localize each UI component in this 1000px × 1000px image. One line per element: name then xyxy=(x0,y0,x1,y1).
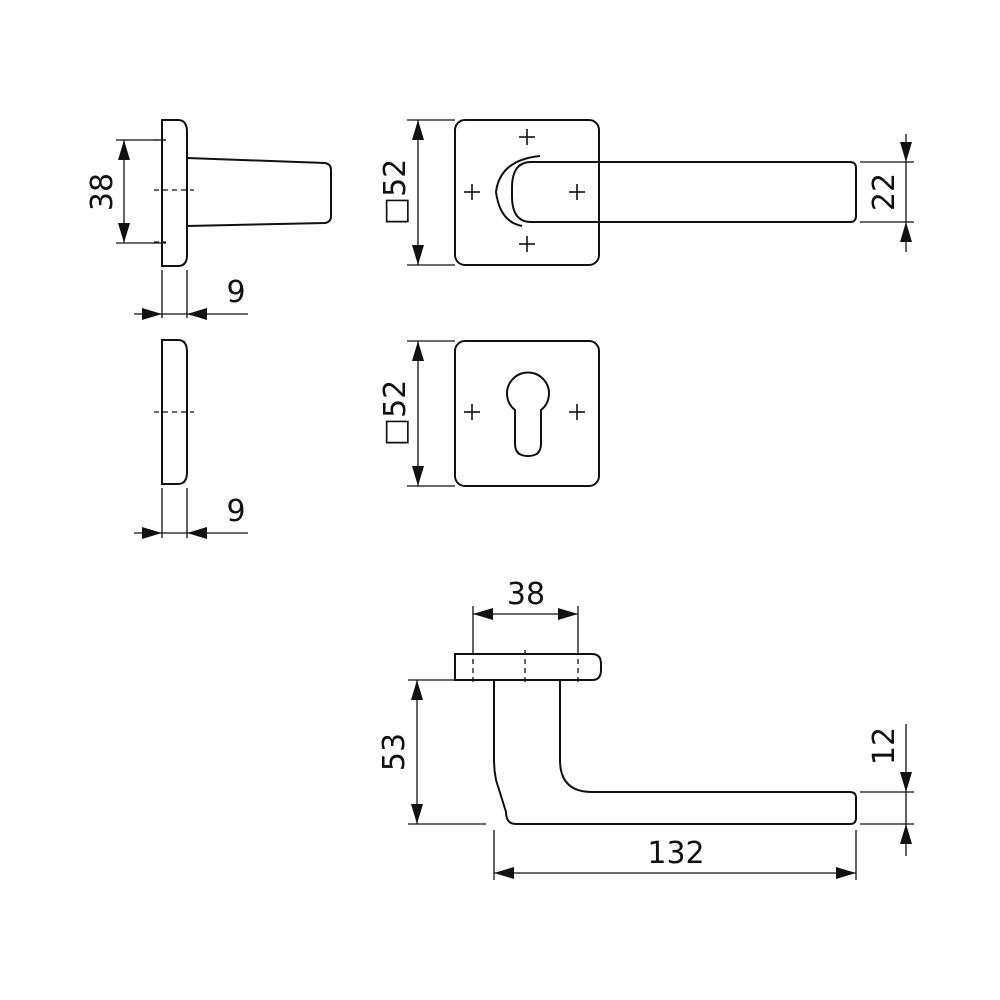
front-lever-boss xyxy=(494,155,541,227)
dim-52-rosette: □52 xyxy=(378,159,413,226)
keyhole-cutout xyxy=(506,371,550,458)
dim-53-lever: 53 xyxy=(377,733,412,771)
side-view-rosette-lever: 38 9 xyxy=(85,119,332,320)
top-lever-body xyxy=(493,679,857,825)
front-view-escutcheon: □52 xyxy=(378,340,600,487)
top-view-lever: 38 53 132 12 xyxy=(377,577,914,880)
front-lever-body xyxy=(511,161,857,223)
top-rosette-plate xyxy=(454,653,602,681)
side-view-escutcheon: 9 xyxy=(134,339,248,539)
dim-132-lever: 132 xyxy=(647,836,704,871)
screw-crosses-rosette xyxy=(464,129,585,252)
side-escutcheon-plate xyxy=(161,339,188,485)
dim-9-escutcheon: 9 xyxy=(226,494,245,529)
side-lever-shank xyxy=(186,157,332,227)
front-escutcheon-square xyxy=(454,340,600,487)
dim-38-side: 38 xyxy=(85,173,120,211)
screw-crosses-escutcheon xyxy=(464,404,585,420)
front-view-rosette-lever: □52 22 xyxy=(378,119,914,266)
dim-22-lever: 22 xyxy=(867,173,902,211)
dim-52-escutcheon: □52 xyxy=(378,380,413,447)
front-rosette-square xyxy=(454,119,600,266)
dim-38-top: 38 xyxy=(507,577,545,612)
dim-12-lever: 12 xyxy=(867,727,902,765)
dim-9-rosette: 9 xyxy=(226,275,245,310)
side-rosette-plate xyxy=(161,119,188,267)
